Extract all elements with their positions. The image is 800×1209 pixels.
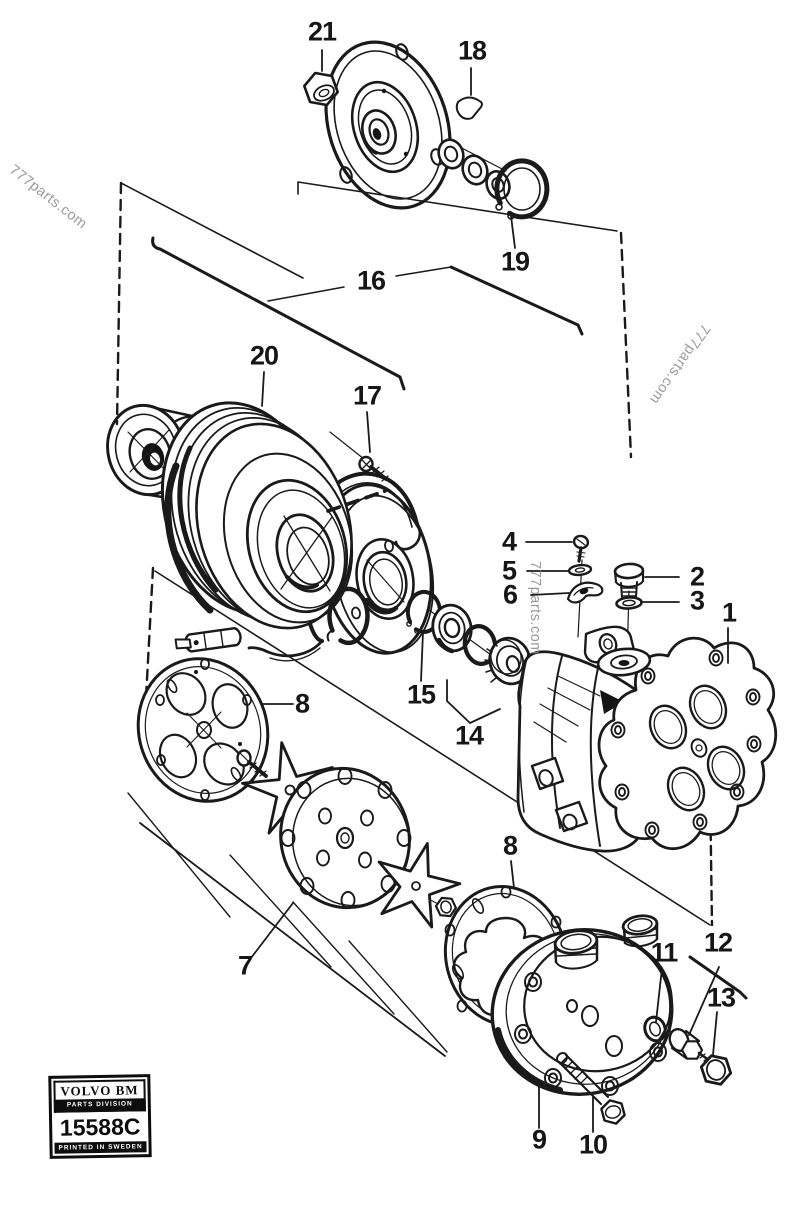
head-bolt — [555, 1051, 626, 1125]
callout-2: 2 — [689, 561, 705, 592]
shaft-snap-ring — [494, 158, 550, 220]
valve-plate-gasket-upper — [136, 657, 270, 803]
callout-19: 19 — [500, 246, 530, 277]
callout-21: 21 — [307, 16, 337, 47]
callout-5: 5 — [501, 555, 517, 586]
callout-13: 13 — [706, 982, 736, 1013]
callout-9: 9 — [531, 1124, 547, 1155]
clutch-pulley — [160, 401, 354, 630]
wire-clamp — [566, 581, 604, 604]
coil-mounting-screw — [358, 455, 389, 482]
plate-number: 15588C — [59, 1113, 141, 1141]
callout-17: 17 — [352, 380, 382, 411]
rear-head — [490, 914, 674, 1096]
callout-3: 3 — [689, 585, 705, 616]
watermark-center: 777parts.com — [527, 561, 543, 655]
lower-group-box — [127, 566, 714, 1057]
service-o-ring — [643, 1015, 667, 1043]
seal-snap-ring-15 — [405, 589, 442, 634]
coil-snap-ring — [326, 586, 370, 646]
callout-leaders — [250, 49, 748, 1133]
coil-lead-connector — [174, 626, 242, 653]
cap-nut — [699, 1054, 733, 1086]
oil-filler-boss — [596, 647, 652, 677]
callout-8-lower: 8 — [502, 830, 518, 861]
plug-washer — [615, 596, 643, 610]
callout-8-upper: 8 — [294, 688, 310, 719]
plate-origin: PRINTED IN SWEDEN — [54, 1141, 147, 1154]
callout-18: 18 — [457, 35, 487, 66]
callout-6: 6 — [502, 579, 518, 610]
callout-4: 4 — [501, 526, 517, 557]
service-valve-fitting — [668, 1028, 712, 1063]
callout-11: 11 — [650, 937, 679, 968]
oil-plug — [613, 562, 645, 602]
woodruff-key — [455, 96, 483, 120]
plate-brand: VOLVO BM — [53, 1079, 146, 1100]
shaft-seal-assembly — [431, 603, 473, 654]
armature-plate — [324, 40, 452, 210]
callout-15: 15 — [406, 679, 436, 710]
callout-1: 1 — [721, 597, 737, 628]
volvo-bm-plate: VOLVO BM PARTS DIVISION 15588C PRINTED I… — [48, 1074, 152, 1159]
callout-20: 20 — [249, 340, 279, 371]
callout-14: 14 — [454, 720, 484, 751]
callout-16: 16 — [356, 265, 386, 296]
upper-group-box — [115, 181, 633, 513]
valve-plate-7 — [279, 766, 412, 910]
callout-10: 10 — [578, 1129, 608, 1160]
clamp-screw — [572, 534, 590, 563]
shaft-nut — [302, 71, 340, 107]
callout-12: 12 — [703, 927, 733, 958]
valve-retainer-screw — [236, 749, 268, 778]
seal-seat — [484, 636, 532, 686]
lock-washer — [567, 563, 593, 577]
compressor-body — [516, 625, 778, 853]
callout-7: 7 — [237, 950, 253, 981]
plate-bolt-holes — [610, 649, 762, 839]
reed-valve-lower — [377, 842, 462, 929]
